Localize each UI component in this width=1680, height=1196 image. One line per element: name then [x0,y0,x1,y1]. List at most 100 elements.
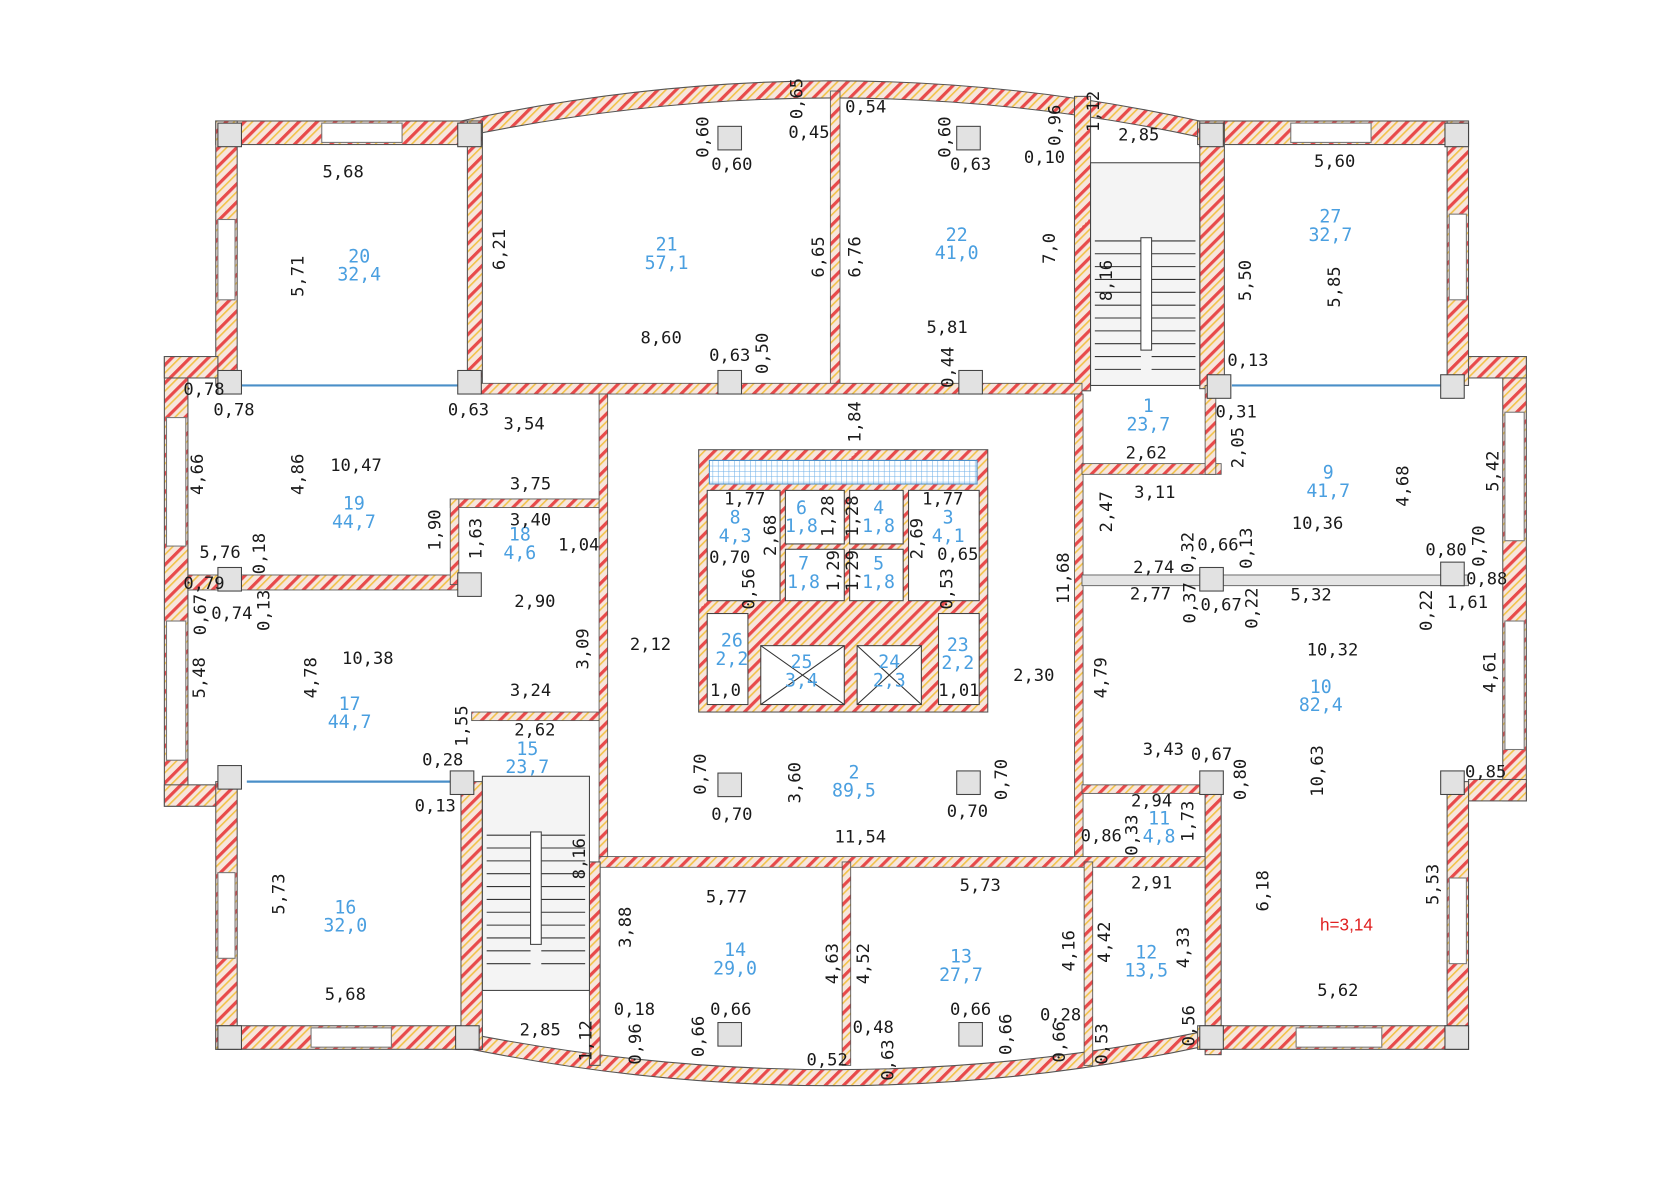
room-area: 32,4 [337,265,381,286]
dimension-label: 0,67 [191,594,211,635]
dimension-label: 1,29 [843,550,863,591]
dimension-label: 11,68 [1054,552,1074,604]
dimension-label: 3,09 [573,628,593,669]
room-number: 11 [1148,808,1170,829]
dimension-label: 0,65 [788,78,808,119]
dimension-label: 10,63 [1308,745,1328,797]
room-area: 57,1 [645,253,689,274]
dimension-label: 0,33 [1123,815,1143,856]
ceiling-height-label: h=3,14 [1320,914,1373,934]
room-number: 27 [1319,207,1341,228]
dimension-label: 0,66 [950,1000,991,1020]
dimension-label: 4,79 [1092,657,1112,698]
dimension-label: 0,63 [448,400,489,420]
room-area: 23,7 [1126,414,1170,435]
duct [956,770,981,796]
dimension-label: 0,96 [1046,105,1066,146]
column [217,122,243,148]
room-number: 19 [343,494,365,515]
dimension-label: 1,63 [466,518,486,559]
dimension-label: 1,29 [824,550,844,591]
room-number: 13 [950,947,972,968]
labels: 2032,42157,12241,02732,7123,7941,71944,7… [183,78,1507,1081]
dimension-label: 4,42 [1095,922,1115,963]
dimension-label: 2,94 [1131,791,1172,811]
room-number: 9 [1323,463,1334,484]
columns [217,122,1470,1050]
room-area: 44,7 [332,512,376,533]
room-area: 41,0 [935,243,979,264]
dimension-label: 1,28 [819,495,839,536]
dimension-label: 5,71 [289,256,309,297]
dimension-label: 2,90 [514,592,555,612]
column [1440,561,1465,587]
room-number: 1 [1143,396,1154,417]
dimension-label: 2,05 [1229,427,1249,468]
duct [958,1022,983,1047]
dimension-label: 10,38 [342,649,394,669]
room-area: 4,3 [719,526,752,547]
room-area: 44,7 [328,712,372,733]
dimension-label: 0,65 [937,545,978,565]
room-area: 32,7 [1308,225,1352,246]
dimension-label: 0,74 [211,604,252,624]
room-number: 2 [848,762,859,783]
room-number: 14 [724,940,746,961]
room-area: 1,8 [862,572,895,593]
dimension-label: 0,80 [1425,541,1466,561]
dimension-label: 10,47 [330,456,382,476]
dimension-label: 4,33 [1174,927,1194,968]
dimension-label: 0,37 [1180,582,1200,623]
dimension-label: 1,77 [922,489,963,509]
dimension-label: 1,28 [843,495,863,536]
column [1444,1025,1470,1050]
column [1440,770,1465,796]
dimension-label: 3,11 [1134,483,1175,503]
dimension-label: 5,42 [1483,450,1503,491]
stairs [481,162,1201,991]
dimension-label: 0,32 [1178,532,1198,573]
dimension-label: 5,68 [325,985,366,1005]
dimension-label: 0,56 [739,568,759,609]
dimension-label: 0,63 [879,1039,899,1080]
room-area: 29,0 [713,958,757,979]
dimension-label: 0,80 [1231,759,1251,800]
dimension-label: 2,77 [1130,585,1171,605]
room-number: 20 [348,246,370,267]
room-number: 16 [334,897,356,918]
dimension-label: 0,53 [937,568,957,609]
dimension-label: 1,12 [1084,91,1104,132]
dimension-label: 0,10 [1024,148,1065,168]
dimension-label: 8,16 [570,838,590,879]
dimension-label: 2,91 [1131,874,1172,894]
column [457,572,482,597]
dimension-label: 10,36 [1292,514,1344,534]
duct [956,125,981,151]
dimension-label: 4,61 [1480,652,1500,693]
dimension-label: 3,43 [1143,740,1184,760]
dimension-label: 0,70 [711,805,752,825]
room-number: 3 [943,508,954,529]
dimension-label: 5,77 [706,888,747,908]
dimension-label: 2,47 [1097,491,1117,532]
dimension-label: 10,32 [1307,640,1359,660]
dimension-label: 0,13 [254,590,274,631]
dimension-label: 3,24 [510,681,551,701]
column [457,369,482,395]
dimension-label: 0,31 [1216,403,1257,423]
room-area: 4,6 [503,543,536,564]
column [717,369,743,395]
windows [165,122,1525,1048]
dimension-label: 0,13 [415,797,456,817]
column [1444,122,1470,148]
dimension-label: 0,54 [845,97,886,117]
dimension-label: 0,70 [1470,525,1490,566]
room-area: 41,7 [1306,481,1350,502]
dimension-label: 5,62 [1317,981,1358,1001]
room-number: 21 [656,235,678,256]
dimension-label: 2,62 [1126,443,1167,463]
dimension-label: 5,53 [1424,864,1444,905]
ventilation-shaft [708,459,978,485]
room-number: 12 [1135,942,1157,963]
dimension-label: 0,63 [709,346,750,366]
